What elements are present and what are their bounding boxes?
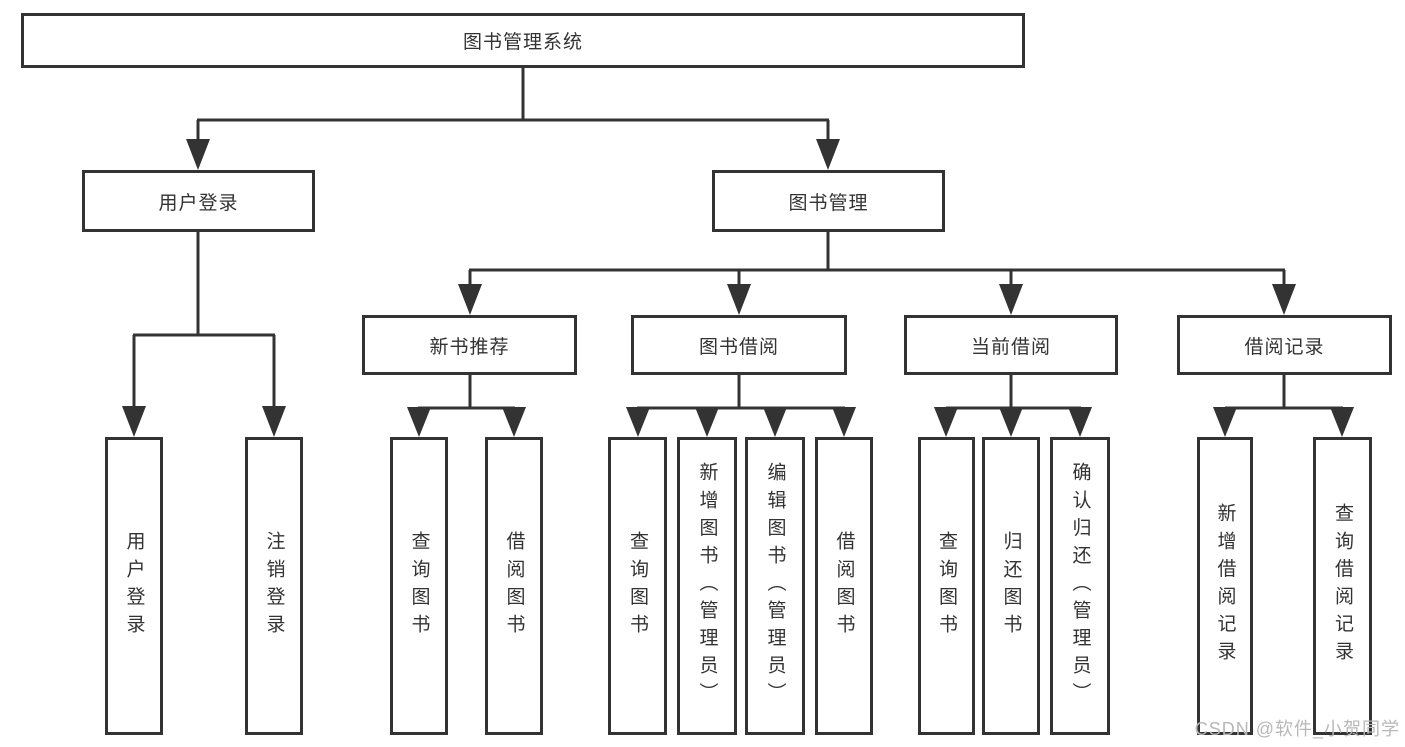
leaf-logout-label: 注销登录 <box>263 530 285 642</box>
leaf-confirm-return-admin-label: 确认归还（管理员） <box>1069 462 1091 710</box>
leaf-recommend-borrow-books: 借阅图书 <box>485 437 543 735</box>
connector-current-to-leaves <box>946 375 1081 410</box>
node-new-book-recommend-label: 新书推荐 <box>429 336 510 358</box>
node-current-borrowing-label: 当前借阅 <box>970 336 1051 358</box>
leaf-query-borrow-record-label: 查询借阅记录 <box>1332 503 1353 669</box>
leaf-edit-books-admin-label: 编辑图书（管理员） <box>764 462 786 710</box>
arrowheads-level3 <box>458 284 1296 315</box>
connector-manage-to-level3 <box>468 232 1286 286</box>
leaf-recommend-borrow-books-label: 借阅图书 <box>503 530 525 642</box>
connector-recommend-to-leaves <box>418 375 515 410</box>
arrowheads-level2 <box>186 139 840 170</box>
arrowheads-records-leaves <box>1213 407 1354 437</box>
connector-login-to-leaves <box>132 232 276 408</box>
node-book-management: 图书管理 <box>712 170 945 232</box>
arrowheads-current-leaves <box>934 407 1092 437</box>
leaf-add-books-admin-label: 新增图书（管理员） <box>696 462 718 710</box>
node-book-borrowing-label: 图书借阅 <box>698 336 779 358</box>
leaf-borrow-books: 借阅图书 <box>815 437 873 735</box>
connector-root-to-level2 <box>196 68 830 141</box>
node-system-root-label: 图书管理系统 <box>462 32 583 53</box>
node-book-management-label: 图书管理 <box>788 192 869 214</box>
leaf-add-borrow-record: 新增借阅记录 <box>1197 437 1253 735</box>
leaf-return-books-label: 归还图书 <box>1000 530 1022 642</box>
leaf-borrow-books-label: 借阅图书 <box>833 530 855 642</box>
arrowheads-login-leaves <box>122 406 286 437</box>
connector-records-to-leaves <box>1225 375 1343 410</box>
node-current-borrowing: 当前借阅 <box>904 315 1118 375</box>
node-system-root: 图书管理系统 <box>21 13 1025 68</box>
leaf-add-books-admin: 新增图书（管理员） <box>677 437 737 735</box>
leaf-return-books: 归还图书 <box>982 437 1040 735</box>
leaf-edit-books-admin: 编辑图书（管理员） <box>745 437 805 735</box>
leaf-current-query-books-label: 查询图书 <box>936 530 957 642</box>
leaf-query-borrow-record: 查询借阅记录 <box>1313 437 1372 735</box>
node-borrow-records-label: 借阅记录 <box>1244 336 1325 358</box>
leaf-user-login: 用户登录 <box>105 437 163 735</box>
node-user-login-label: 用户登录 <box>158 192 239 214</box>
leaf-current-query-books: 查询图书 <box>918 437 975 735</box>
node-new-book-recommend: 新书推荐 <box>362 315 577 375</box>
leaf-add-borrow-record-label: 新增借阅记录 <box>1214 503 1236 669</box>
node-borrow-records: 借阅记录 <box>1177 315 1392 375</box>
leaf-recommend-query-books-label: 查询图书 <box>408 530 430 642</box>
leaf-user-login-label: 用户登录 <box>123 530 145 642</box>
leaf-borrow-query-books-label: 查询图书 <box>627 530 648 642</box>
csdn-watermark: CSDN @软件_小贺同学 <box>1194 719 1400 739</box>
node-book-borrowing: 图书借阅 <box>631 315 847 375</box>
leaf-recommend-query-books: 查询图书 <box>390 437 448 735</box>
arrowheads-recommend-leaves <box>407 407 526 437</box>
leaf-confirm-return-admin: 确认归还（管理员） <box>1050 437 1110 735</box>
arrowheads-borrow-leaves <box>626 407 856 437</box>
connector-borrow-to-leaves <box>637 375 845 410</box>
node-user-login: 用户登录 <box>82 170 315 232</box>
leaf-borrow-query-books: 查询图书 <box>608 437 667 735</box>
leaf-logout: 注销登录 <box>245 437 303 735</box>
